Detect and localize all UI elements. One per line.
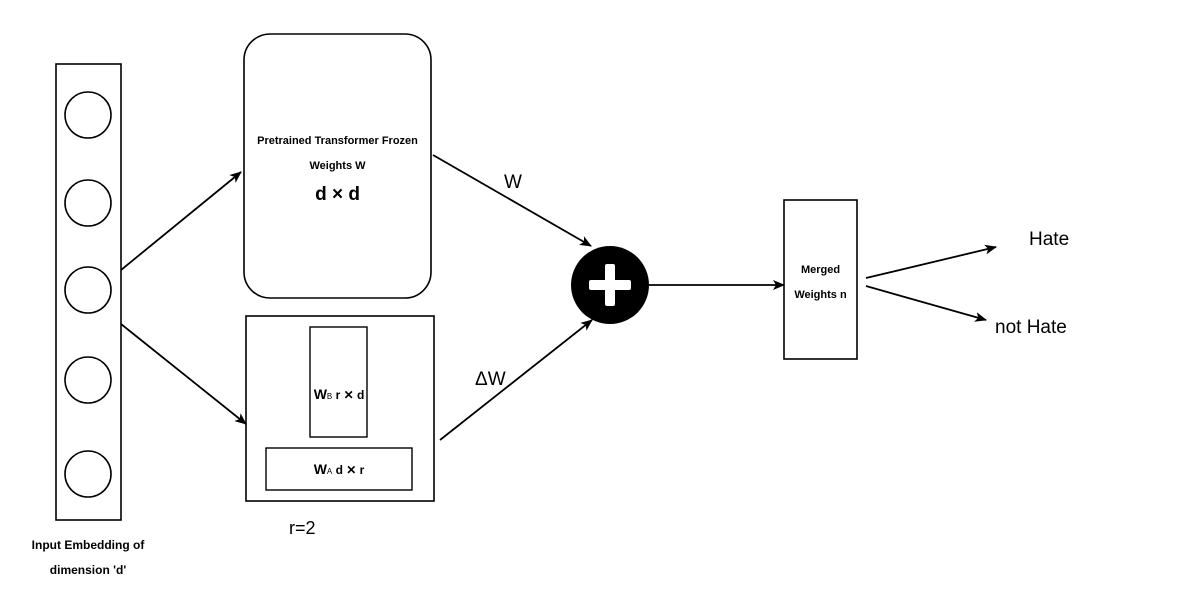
embedding-node — [64, 91, 112, 139]
input-caption-line2: dimension 'd' — [49, 563, 127, 577]
embedding-node — [64, 179, 112, 227]
arrow-pretrained-to-sum — [432, 154, 592, 247]
pretrained-label-line1: Pretrained Transformer Frozen — [257, 135, 418, 147]
wb-matrix-box — [309, 326, 368, 438]
pretrained-label-line2: Weights W — [309, 160, 366, 172]
wb-label: WB r ✕ d — [298, 386, 380, 402]
merged-label-line1: Merged — [800, 264, 841, 276]
wa-matrix-box — [265, 447, 413, 491]
rank-label: r=2 — [289, 518, 316, 538]
wa-dims: d ✕ r — [332, 463, 365, 477]
plus-icon-vertical — [605, 264, 615, 306]
embedding-node — [64, 356, 112, 404]
wa-sub: A — [326, 467, 333, 476]
embedding-node — [64, 266, 112, 314]
merged-weights-box — [783, 199, 858, 360]
wb-sub: B — [326, 392, 333, 401]
wb-dims: r ✕ d — [332, 388, 365, 402]
embedding-node — [64, 450, 112, 498]
input-caption-line1: Input Embedding of — [31, 538, 145, 552]
arrow-input-to-lora — [120, 323, 247, 425]
edge-label-delta-w: ΔW — [475, 369, 506, 390]
pretrained-dims: d × d — [315, 184, 360, 205]
output-hate: Hate — [1029, 229, 1070, 250]
arrow-merged-to-not-hate — [865, 285, 987, 322]
wa-name: W — [313, 461, 327, 477]
wb-name: W — [313, 386, 327, 402]
edge-label-w: W — [504, 172, 522, 193]
arrow-input-to-pretrained — [120, 171, 242, 271]
pretrained-weights-box — [243, 33, 432, 299]
arrow-merged-to-hate — [865, 244, 997, 279]
arrow-lora-to-sum — [439, 319, 593, 441]
output-not-hate: not Hate — [995, 317, 1067, 338]
wa-label: WA d ✕ r — [266, 461, 412, 477]
merged-label-line2: Weights n — [794, 289, 847, 301]
